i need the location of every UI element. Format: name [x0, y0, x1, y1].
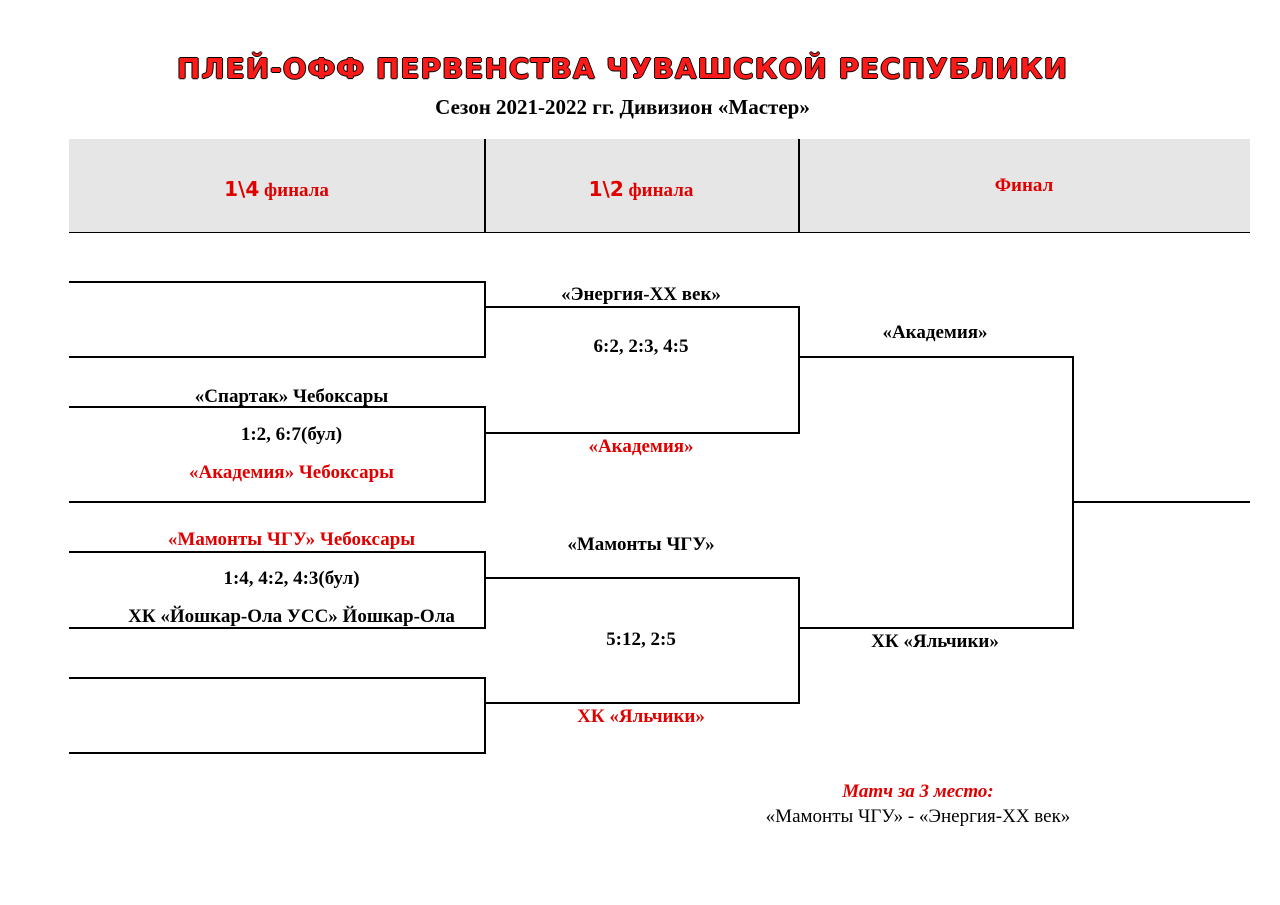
bracket-line — [484, 702, 799, 704]
qf2-team2-winner: «Академия» Чебоксары — [188, 462, 394, 483]
final-team1: «Академия» — [882, 322, 988, 343]
bracket-line — [798, 356, 1073, 358]
sf1-team1: «Энергия-XX век» — [561, 284, 721, 305]
bracket-line — [484, 281, 486, 358]
bracket-line — [69, 501, 485, 503]
bracket-line — [484, 677, 486, 754]
rounds-header — [69, 139, 1250, 233]
final-header: Финал — [994, 175, 1054, 196]
qf3-score: 1:4, 4:2, 4:3(бул) — [223, 568, 360, 589]
semifinal-word: финала — [623, 180, 694, 201]
bracket-line — [798, 627, 1073, 629]
qf2-score: 1:2, 6:7(бул) — [240, 424, 343, 445]
quarterfinal-fraction: 1\4 — [224, 177, 260, 201]
sf2-score: 5:12, 2:5 — [606, 629, 676, 650]
bracket-line — [69, 752, 485, 754]
bracket-line — [69, 356, 485, 358]
qf3-team2: ХК «Йошкар-Ола УСС» Йошкар-Ола — [128, 606, 455, 627]
semifinal-fraction: 1\2 — [588, 177, 624, 201]
quarterfinal-word: финала — [259, 180, 329, 201]
sf2-team2-winner: ХК «Яльчики» — [577, 706, 705, 727]
page-title: ПЛЕЙ-ОФФ ПЕРВЕНСТВА ЧУВАШСКОЙ РЕСПУБЛИКИ — [176, 52, 1069, 85]
sf2-team1: «Мамонты ЧГУ» — [567, 534, 715, 555]
sf1-score: 6:2, 2:3, 4:5 — [593, 336, 689, 357]
bracket-line — [1072, 356, 1074, 629]
final-team2: ХК «Яльчики» — [871, 631, 999, 652]
sf1-team2-winner: «Академия» — [588, 436, 694, 457]
bracket-line — [484, 432, 799, 434]
bracket-line — [484, 306, 799, 308]
bracket-line — [69, 627, 485, 629]
season-subtitle: Сезон 2021-2022 гг. Дивизион «Мастер» — [435, 95, 810, 119]
bracket-line — [798, 577, 800, 704]
bracket-line — [484, 406, 486, 503]
bracket-line — [69, 677, 485, 679]
qf2-team1: «Спартак» Чебоксары — [194, 386, 389, 407]
bracket-line — [69, 281, 485, 283]
third-place-title: Матч за 3 место: — [842, 781, 994, 802]
qf3-team1-winner: «Мамонты ЧГУ» Чебоксары — [167, 529, 416, 550]
bracket-line — [69, 406, 485, 408]
bracket-line — [798, 306, 800, 434]
bracket-line — [484, 577, 799, 579]
semifinal-header: 1\2 финала — [484, 177, 798, 202]
quarterfinal-header: 1\4 финала — [69, 177, 484, 202]
bracket-line — [69, 551, 485, 553]
bracket-line — [484, 551, 486, 629]
header-divider — [484, 139, 486, 232]
bracket-line — [1072, 501, 1250, 503]
header-divider — [798, 139, 800, 232]
third-place-match: «Мамонты ЧГУ» - «Энергия-XX век» — [765, 806, 1071, 827]
